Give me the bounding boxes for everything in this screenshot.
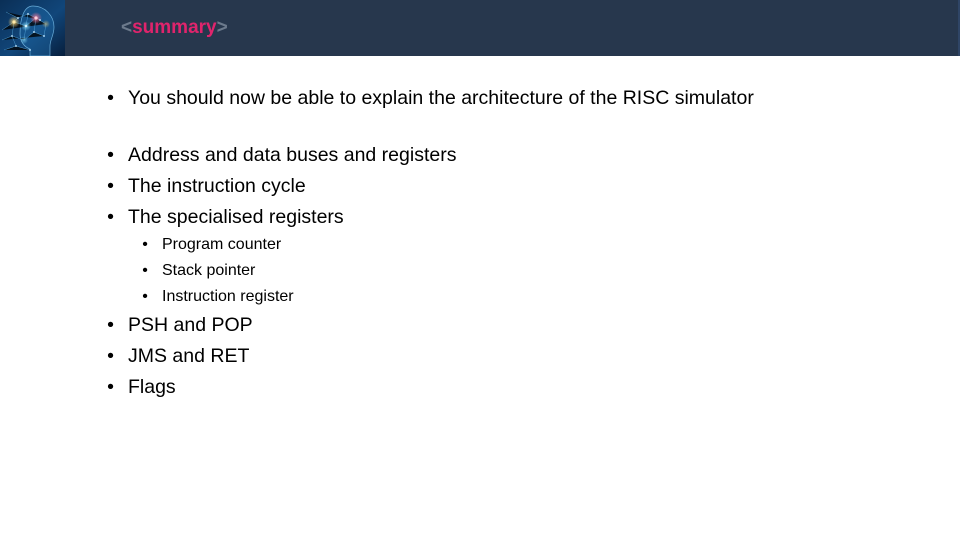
list-item: • PSH and POP [0,310,960,341]
bullet-icon: • [142,236,148,253]
list-item-label: Address and data buses and registers [128,144,457,166]
bullet-icon: • [107,345,114,367]
list-item: • You should now be able to explain the … [0,83,960,114]
list-item-label: Program counter [162,236,282,253]
bullet-icon: • [107,144,114,166]
intro-bullet-list: • You should now be able to explain the … [0,83,960,114]
list-item: • JMS and RET [0,341,960,372]
list-item: • The instruction cycle [0,171,960,202]
page-title: <summary> [121,0,228,56]
list-item-label: Stack pointer [162,262,256,279]
list-item: • Program counter [0,232,960,258]
topics-bullet-list: • Address and data buses and registers •… [0,140,960,233]
bullet-icon: • [107,206,114,228]
bullet-icon: • [142,288,148,305]
list-item: • Stack pointer [0,258,960,284]
list-item: • Flags [0,372,960,403]
specialised-registers-sublist: • Program counter • Stack pointer • Inst… [0,232,960,310]
list-item: • Instruction register [0,284,960,310]
neural-network-brain-image [0,0,65,56]
title-close-bracket: > [216,17,228,38]
list-item: • Address and data buses and registers [0,140,960,171]
bullet-icon: • [107,175,114,197]
slide-header: <summary> [0,0,960,56]
operations-bullet-list: • PSH and POP • JMS and RET • Flags [0,310,960,403]
list-item-label: Flags [128,376,176,398]
bullet-icon: • [142,262,148,279]
title-open-bracket: < [121,17,133,38]
slide-body: • You should now be able to explain the … [0,56,960,540]
bullet-icon: • [107,87,114,109]
bullet-icon: • [107,314,114,336]
list-item-label: The specialised registers [128,206,344,228]
list-item-label: You should now be able to explain the ar… [128,87,754,109]
list-item: • The specialised registers [0,202,960,233]
list-item-label: PSH and POP [128,314,253,336]
list-item-label: Instruction register [162,288,294,305]
list-item-label: The instruction cycle [128,175,306,197]
list-item-label: JMS and RET [128,345,250,367]
bullet-icon: • [107,376,114,398]
title-keyword: summary [132,17,217,38]
